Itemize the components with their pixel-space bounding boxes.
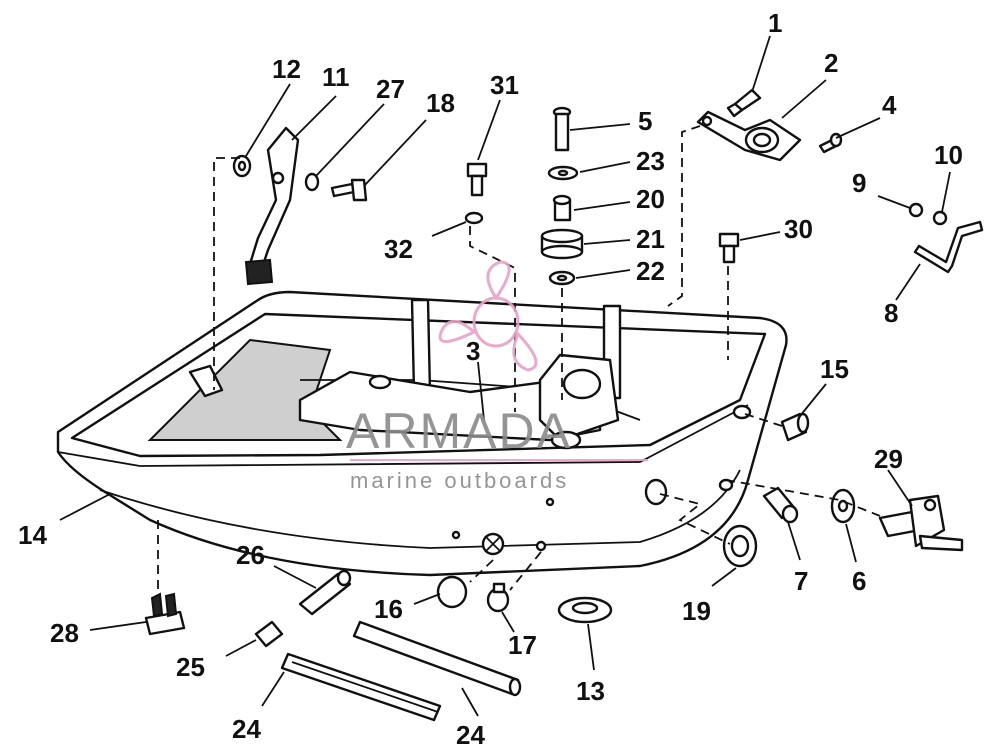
callout-31: 31 — [490, 70, 519, 100]
part-28-clip — [144, 592, 186, 636]
part-23-washer — [547, 165, 579, 181]
part-31-bolt — [466, 162, 488, 197]
callout-30: 30 — [784, 214, 813, 244]
callout-7: 7 — [794, 566, 808, 596]
callout-6: 6 — [852, 566, 866, 596]
part-2-bracket — [696, 110, 802, 162]
callout-9: 9 — [852, 168, 866, 198]
callout-24-right: 24 — [456, 720, 485, 746]
part-20-bushing — [552, 194, 572, 222]
part-1-screw — [726, 88, 762, 118]
watermark-subtitle: marine outboards — [350, 468, 569, 493]
callout-21: 21 — [636, 224, 665, 254]
propeller-logo-icon — [438, 260, 538, 372]
callout-1: 1 — [768, 8, 782, 38]
callout-26: 26 — [236, 540, 265, 570]
callout-5: 5 — [638, 106, 652, 136]
part-8-rod — [913, 220, 984, 274]
leader-lines — [59, 35, 951, 717]
callout-17: 17 — [508, 630, 537, 660]
part-10-washer — [932, 210, 948, 226]
part-29-valve — [878, 494, 964, 552]
part-13-grommet — [557, 596, 613, 624]
callout-28: 28 — [50, 618, 79, 648]
part-32-washer — [464, 211, 484, 225]
lower-cover-pan — [56, 290, 788, 577]
part-7-fitting — [762, 486, 799, 524]
part-21-grommet — [540, 228, 584, 260]
part-26-tube — [298, 569, 352, 616]
part-25-tube — [254, 620, 284, 648]
part-24-seal-strip-a — [280, 652, 442, 722]
part-27-washer — [304, 172, 320, 192]
callout-25: 25 — [176, 652, 205, 682]
callout-20: 20 — [636, 184, 665, 214]
callout-32: 32 — [384, 234, 413, 264]
callout-16: 16 — [374, 594, 403, 624]
callout-13: 13 — [576, 676, 605, 706]
part-30-bolt — [718, 232, 740, 264]
part-5-bolt — [552, 106, 572, 152]
callout-19: 19 — [682, 596, 711, 626]
part-22-washer — [548, 270, 576, 286]
callout-11: 11 — [322, 62, 350, 92]
part-17-plug — [486, 582, 510, 613]
callout-labels: 1 2 3 4 5 6 7 8 9 10 11 12 13 14 15 16 1… — [18, 8, 963, 746]
callout-22: 22 — [636, 256, 665, 286]
callout-4: 4 — [882, 90, 897, 120]
part-18-bolt — [330, 178, 368, 202]
callout-12: 12 — [272, 54, 301, 84]
part-9-nut — [908, 202, 924, 218]
callout-23: 23 — [636, 146, 665, 176]
part-24-seal-strip-b — [352, 620, 522, 697]
callout-2: 2 — [824, 48, 838, 78]
callout-14: 14 — [18, 520, 47, 550]
callout-29: 29 — [874, 444, 903, 474]
callout-10: 10 — [934, 140, 963, 170]
callout-3: 3 — [466, 336, 480, 366]
watermark-title: ARMADA — [346, 403, 572, 459]
callout-27: 27 — [376, 74, 405, 104]
part-19-grommet — [722, 524, 758, 568]
callout-24-left: 24 — [232, 714, 261, 744]
callout-8: 8 — [884, 298, 898, 328]
part-12-nut — [232, 154, 252, 178]
part-16-plug — [436, 575, 468, 609]
callout-15: 15 — [820, 354, 849, 384]
watermark-logo: ARMADA marine outboards — [346, 260, 648, 493]
part-11-latch-lever — [244, 126, 300, 286]
part-6-washer — [830, 488, 856, 524]
part-15-bushing — [780, 412, 810, 442]
callout-18: 18 — [426, 88, 455, 118]
